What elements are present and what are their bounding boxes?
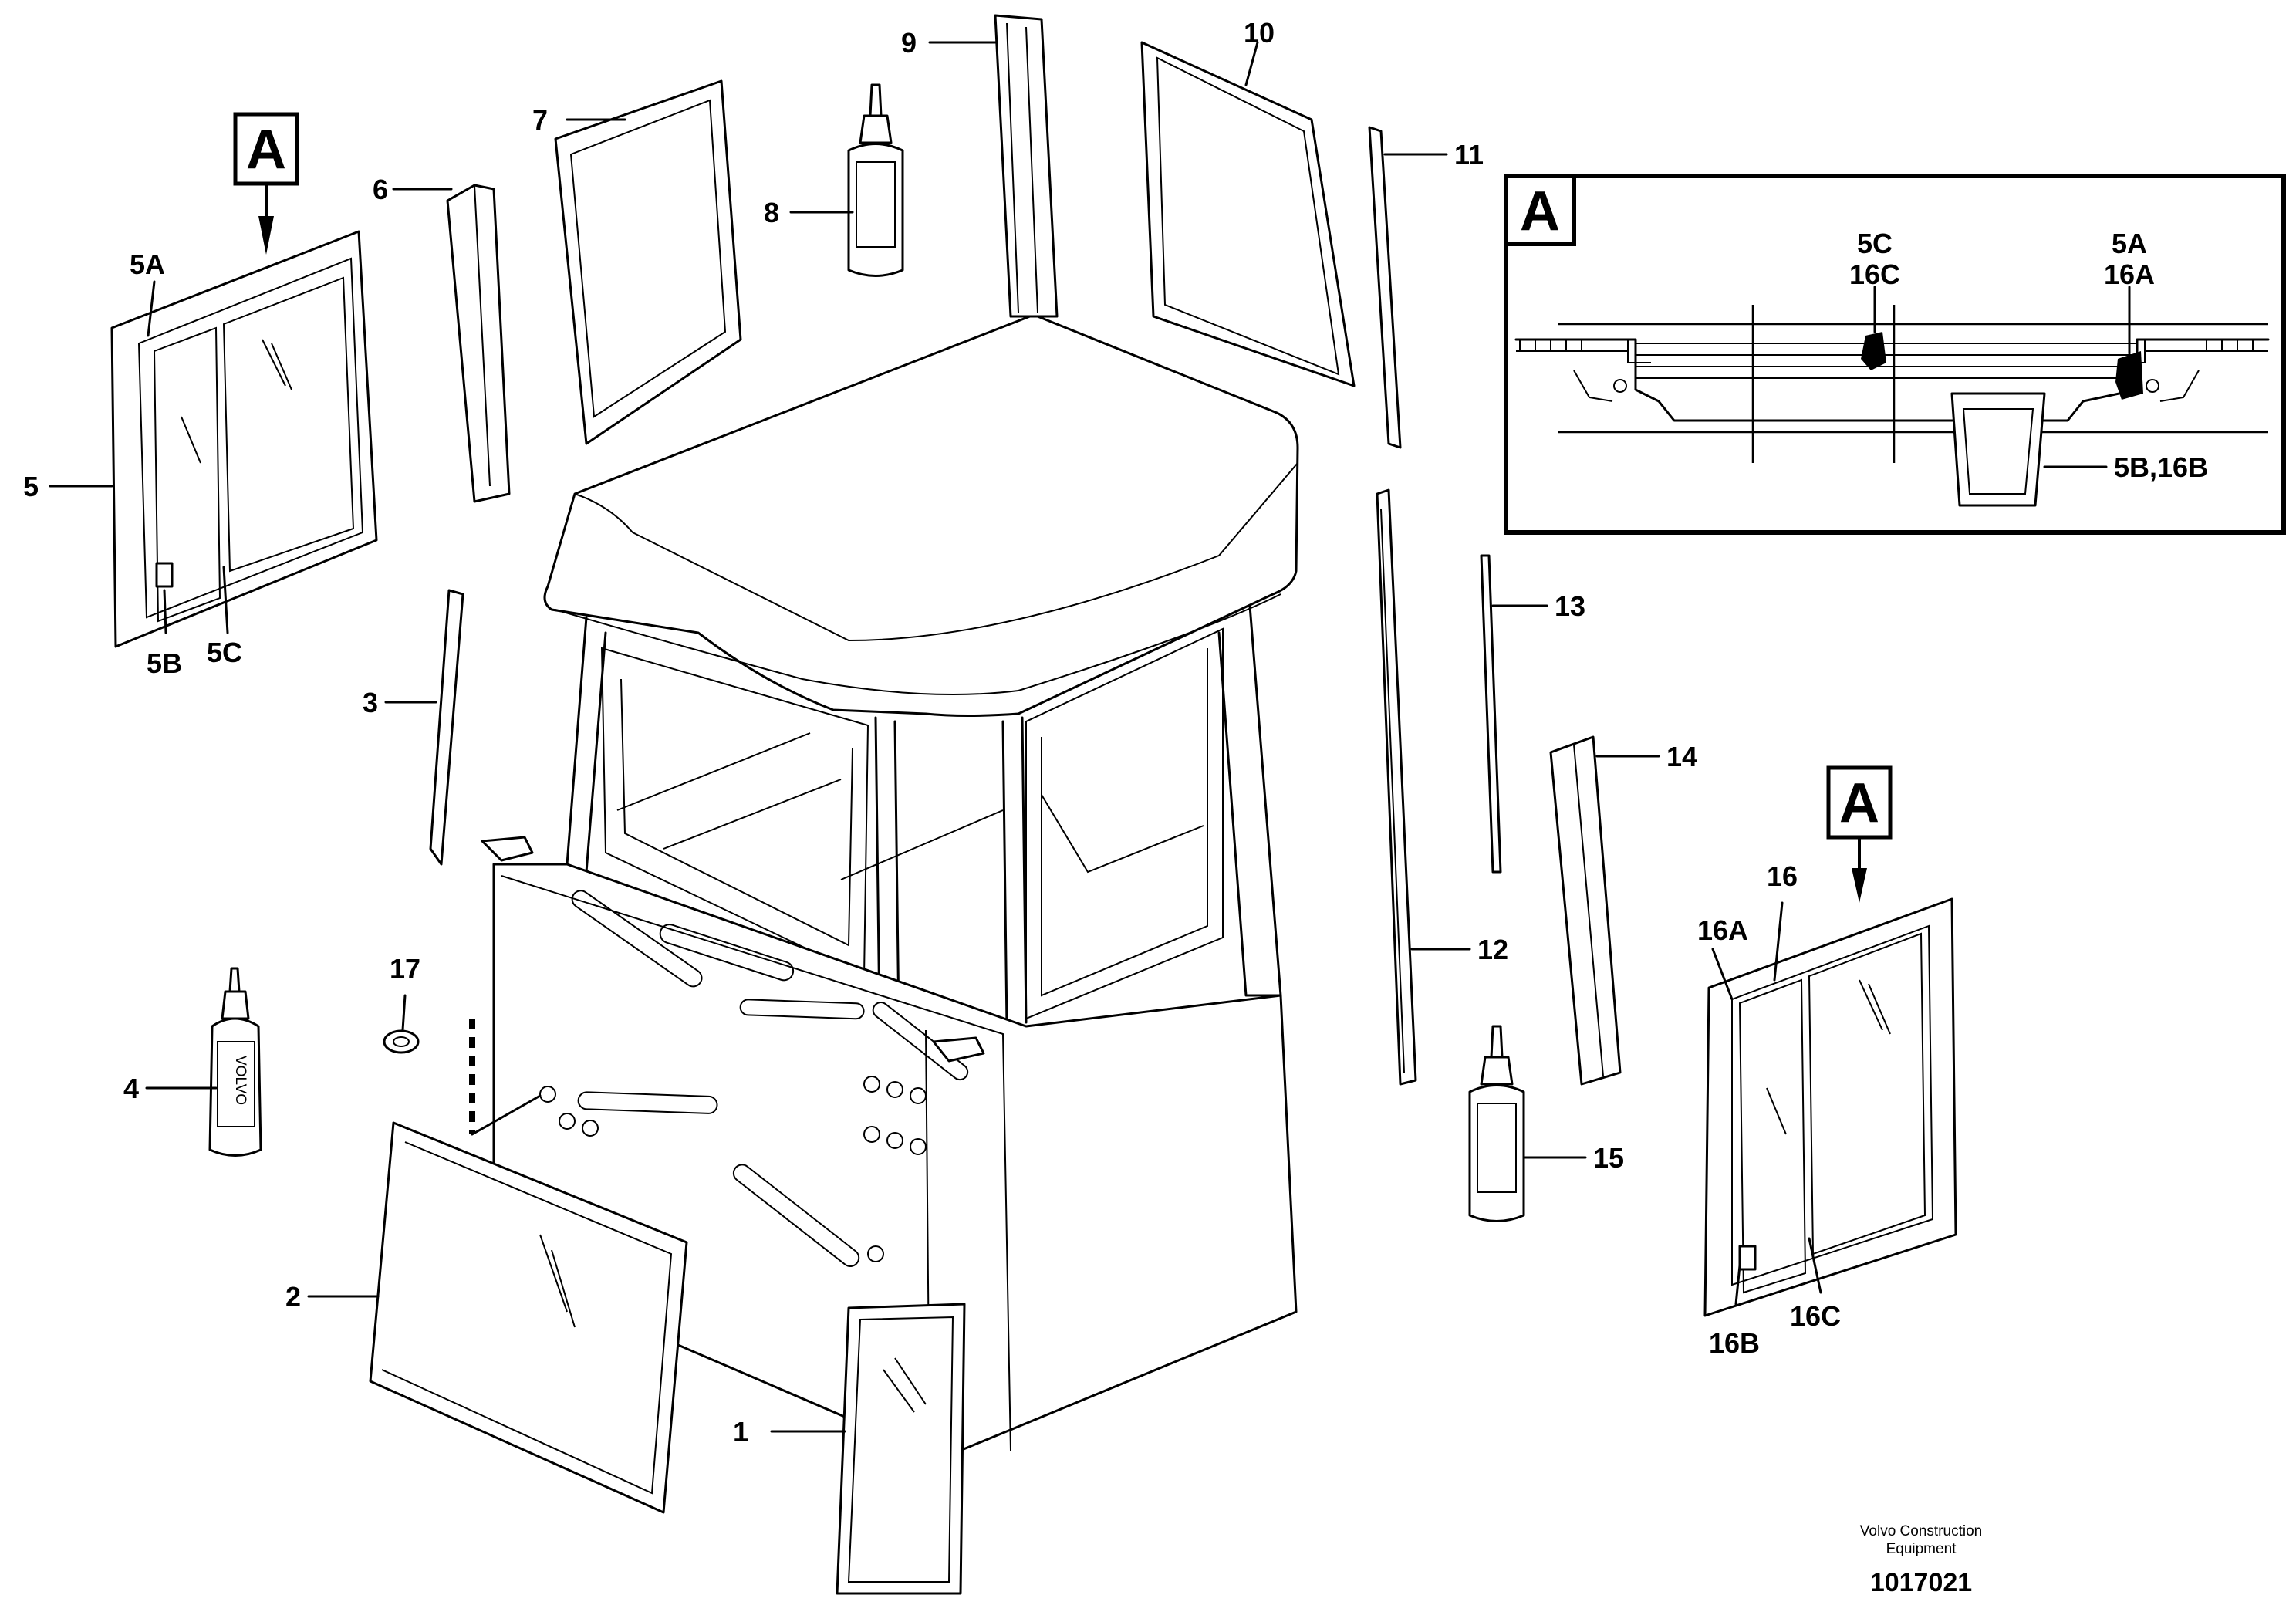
footer-drawing-number: 1017021 xyxy=(1870,1568,1972,1597)
view-marker-right: A xyxy=(1826,765,1893,903)
callout-labels: 1 2 3 4 5 5A 5B 5C 6 7 8 9 10 11 12 13 1… xyxy=(23,17,1841,1448)
callout-15: 15 xyxy=(1593,1142,1624,1174)
part-4-adhesive-bottle: VOLVO xyxy=(208,967,262,1157)
leader-lines xyxy=(49,41,1822,1433)
detail-a-inset: A 5C 16C 5A 16A 5B,16B xyxy=(1504,174,2286,535)
callout-13: 13 xyxy=(1555,590,1585,622)
detail-box-letter: A xyxy=(1520,181,1560,242)
part-15-primer-bottle xyxy=(1468,1025,1525,1222)
callout-9: 9 xyxy=(901,27,917,59)
callout-1: 1 xyxy=(733,1416,748,1448)
callout-7: 7 xyxy=(532,104,548,136)
detail-label-16A: 16A xyxy=(2104,259,2155,290)
part-11-narrow-glass xyxy=(1368,126,1402,449)
part-10-rear-glass xyxy=(1140,41,1356,387)
cab-body xyxy=(481,313,1299,1460)
callout-5C: 5C xyxy=(207,637,242,668)
part-6-trim-pillar xyxy=(446,184,511,503)
detail-label-5A: 5A xyxy=(2112,228,2147,259)
callout-17: 17 xyxy=(390,953,420,985)
callout-12: 12 xyxy=(1477,934,1508,965)
bottle-4-brand: VOLVO xyxy=(232,1056,248,1105)
detail-label-16C: 16C xyxy=(1849,259,1900,290)
callout-16C: 16C xyxy=(1790,1300,1841,1332)
part-8-cleaner-bottle xyxy=(847,83,904,277)
part-13-narrow-glass xyxy=(1480,554,1502,874)
callout-10: 10 xyxy=(1244,17,1275,49)
callout-5A: 5A xyxy=(130,248,165,280)
part-7-rear-upper-glass xyxy=(554,79,742,445)
callout-5: 5 xyxy=(23,471,39,502)
part-14-trim-cover xyxy=(1549,735,1622,1086)
detail-label-5C: 5C xyxy=(1857,228,1893,259)
part-9-corner-post xyxy=(994,14,1059,318)
part-1-corner-glass xyxy=(836,1303,966,1595)
callout-5B: 5B xyxy=(147,647,182,679)
callout-2: 2 xyxy=(285,1281,301,1313)
callout-4: 4 xyxy=(123,1073,139,1104)
part-16-sliding-door-window xyxy=(1703,897,1957,1317)
view-marker-left-letter: A xyxy=(246,119,286,181)
footer-company-line1: Volvo Construction xyxy=(1860,1523,1982,1539)
callout-16: 16 xyxy=(1767,860,1798,892)
callout-14: 14 xyxy=(1666,741,1697,772)
view-marker-left: A xyxy=(233,112,299,255)
callout-11: 11 xyxy=(1454,139,1484,171)
footer-company-line2: Equipment xyxy=(1886,1541,1957,1557)
part-3-narrow-glass xyxy=(429,589,464,866)
footer: Volvo Construction Equipment 1017021 xyxy=(1860,1523,1982,1597)
part-2-lower-front-glass xyxy=(369,1121,688,1514)
callout-16B: 16B xyxy=(1709,1327,1760,1359)
part-5-sliding-door-window xyxy=(110,230,378,648)
part-17-grommet xyxy=(383,1019,475,1134)
callout-3: 3 xyxy=(363,687,378,718)
callout-6: 6 xyxy=(373,174,388,205)
part-12-side-window xyxy=(1376,488,1417,1086)
callout-8: 8 xyxy=(764,197,779,228)
callout-16A: 16A xyxy=(1697,914,1748,946)
view-marker-right-letter: A xyxy=(1839,772,1879,834)
detail-label-5B16B: 5B,16B xyxy=(2114,451,2208,483)
